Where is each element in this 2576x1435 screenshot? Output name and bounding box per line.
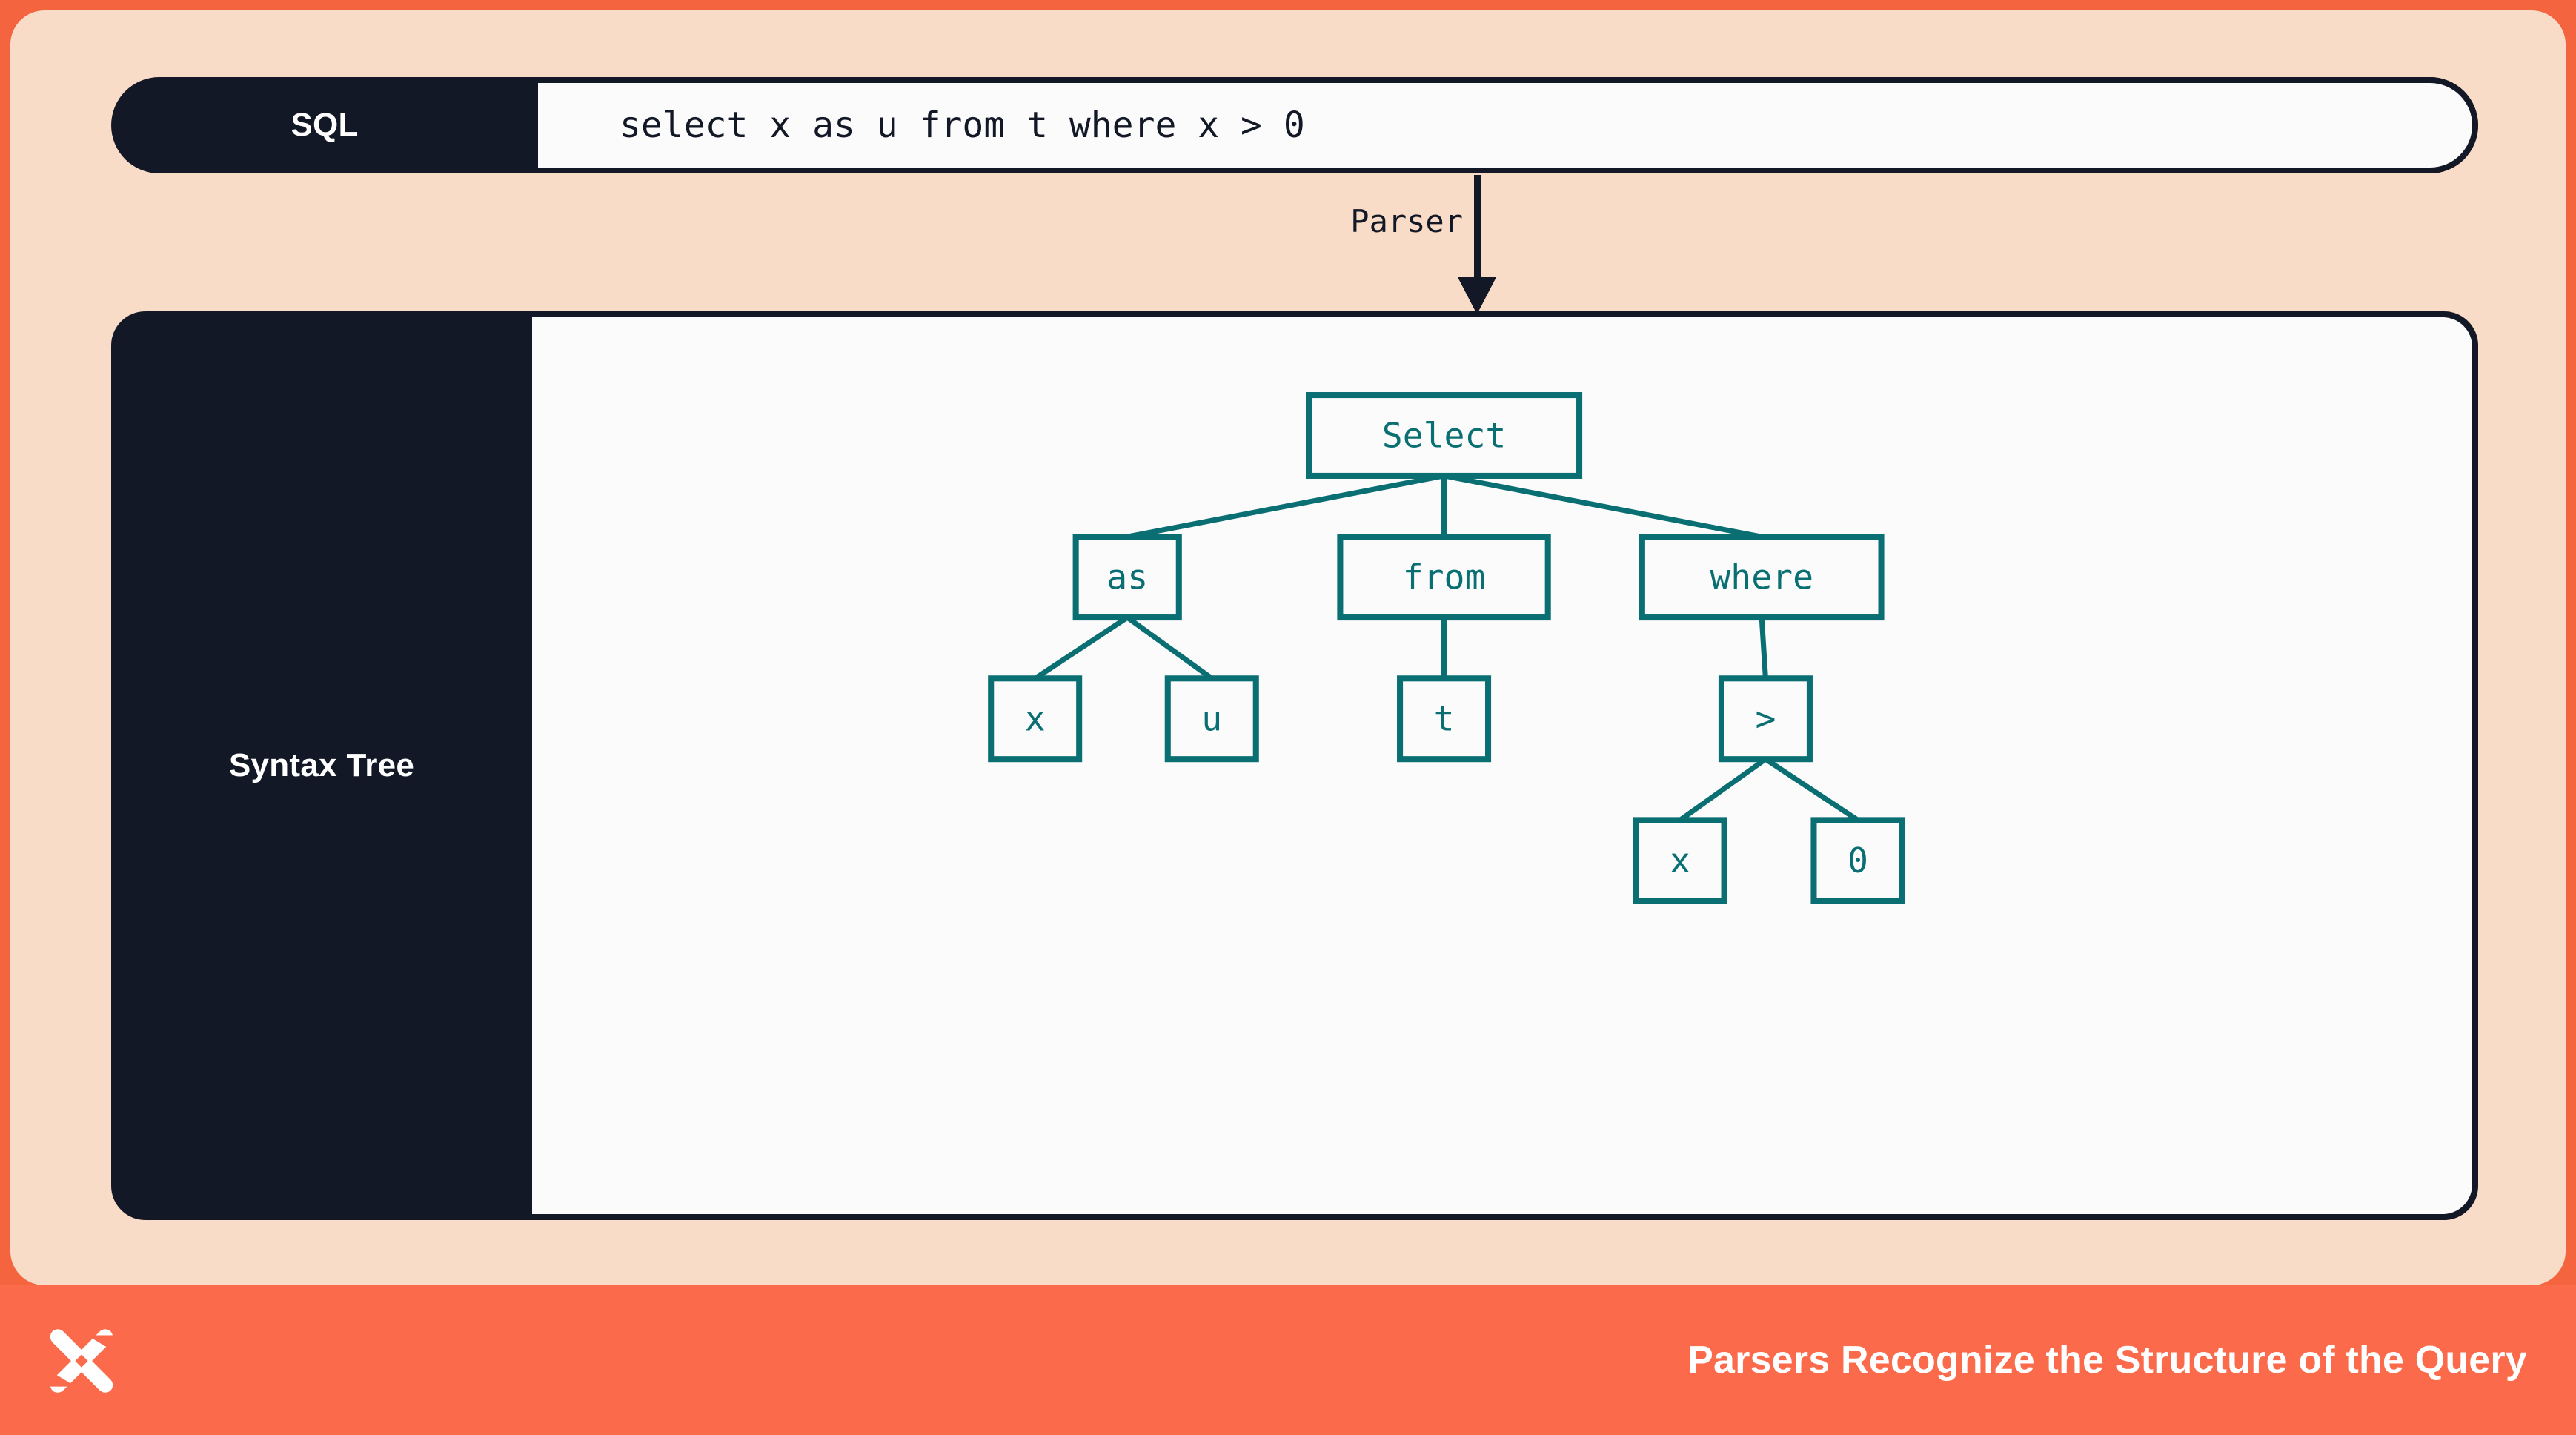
tree-node[interactable]: x [988,675,1083,763]
syntax-tree-canvas: Select as from where x u t > x 0 [532,317,2472,1214]
tree-node[interactable]: Select [1306,392,1583,479]
tree-node[interactable]: u [1164,675,1259,763]
sql-query-text[interactable]: select x as u from t where x > 0 [538,83,2472,168]
tree-edge [1126,473,1445,540]
syntax-tree-canvas-container: Select as from where x u t > x 0 [532,311,2478,1220]
tree-node-group: Select as from where x u t > x 0 [988,392,1905,904]
tree-node-box [1633,817,1727,904]
tree-node[interactable]: as [1072,534,1182,621]
tree-node-box [1639,534,1885,621]
arrow-head-icon [1458,277,1496,314]
tree-node-label: x [1025,699,1046,739]
sql-query-container: select x as u from t where x > 0 [538,77,2478,173]
tree-edge [1443,473,1762,540]
tree-node[interactable]: 0 [1810,817,1905,904]
tree-node-box [1810,817,1905,904]
tree-node-box [988,675,1083,763]
syntax-tree-label: Syntax Tree [228,747,415,783]
tree-node-label: > [1755,699,1776,739]
tree-node[interactable]: from [1337,534,1551,621]
parser-arrow-group: Parser [1315,175,1759,314]
sql-row-label: SQL [291,107,359,143]
tree-node[interactable]: > [1718,675,1813,763]
footer-caption: Parsers Recognize the Structure of the Q… [1687,1339,2527,1382]
tree-node-label: as [1106,557,1148,597]
tree-node[interactable]: x [1633,817,1727,904]
tree-node-label: u [1201,699,1222,739]
tree-node-box [1718,675,1813,763]
tree-node-box [1306,392,1583,479]
tree-node[interactable]: where [1639,534,1885,621]
tree-edge [1126,615,1214,681]
tree-node-box [1337,534,1551,621]
parser-label: Parser [1350,203,1463,239]
tree-edge [1759,617,1768,679]
arrow-shaft-icon [1474,175,1481,285]
tree-node-box [1164,675,1259,763]
tree-node[interactable]: t [1397,675,1492,763]
tree-node-label: where [1710,557,1813,597]
footer-bar: Parsers Recognize the Structure of the Q… [0,1285,2576,1435]
tree-node-box [1397,675,1492,763]
syntax-tree-panel: Syntax Tree Select as from where x u t > x 0 [111,311,2478,1220]
content-panel: SQL select x as u from t where x > 0 Par… [10,10,2566,1285]
tree-edge [1764,757,1859,823]
tree-node-label: from [1403,557,1486,597]
tree-edge-group [1033,473,1859,823]
tree-node-label: 0 [1848,841,1868,881]
tree-node-label: x [1670,841,1690,881]
tree-edge [1679,757,1767,823]
tree-node-box [1072,534,1182,621]
tree-edge [1033,615,1129,681]
tree-node-label: t [1434,699,1455,739]
sql-input-row: SQL select x as u from t where x > 0 [111,77,2478,173]
tree-node-label: Select [1382,415,1507,455]
x-mark-logo-icon [47,1329,116,1393]
syntax-tree-svg: Select as from where x u t > x 0 [988,392,1905,904]
